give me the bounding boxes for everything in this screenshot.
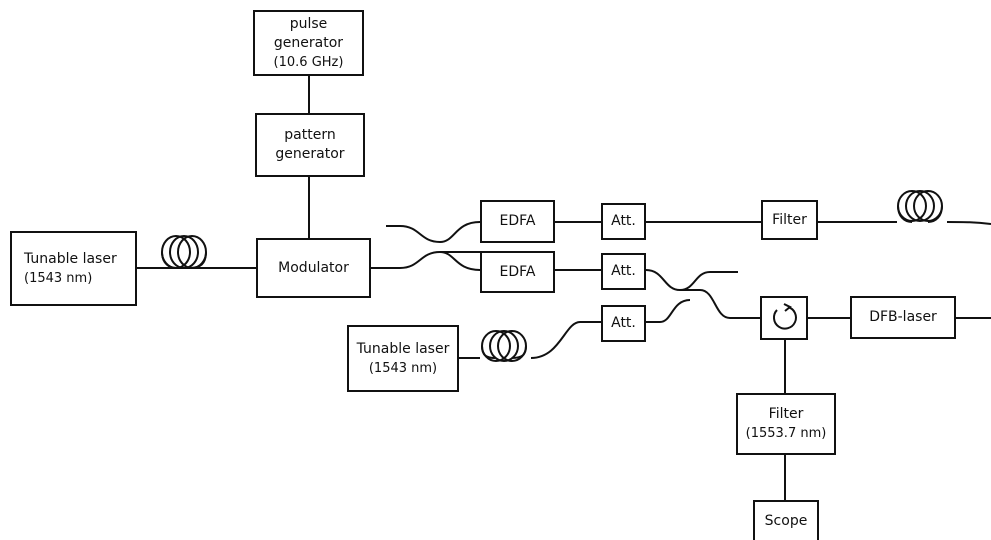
att-2-label: Att. xyxy=(611,263,636,279)
attenuator-box-3: Att. xyxy=(601,305,646,342)
pattern-generator-line-1: pattern xyxy=(284,127,336,143)
filter-bottom-line-1: Filter xyxy=(768,406,804,422)
tunable-laser-1-line-1: Tunable laser xyxy=(24,250,117,267)
edfa-box-1: EDFA xyxy=(480,200,555,243)
dfb-laser-box: DFB-laser xyxy=(850,296,956,339)
tunable-laser-2-line-1: Tunable laser xyxy=(356,340,450,357)
pulse-generator-box: pulse generator (10.6 GHz) xyxy=(253,10,364,76)
line-coupler-lower xyxy=(439,251,481,271)
line-att3-to-coupler xyxy=(646,299,691,323)
filter-top-label: Filter xyxy=(772,211,807,228)
line-mod-to-edfa2 xyxy=(371,251,480,269)
tunable-laser-box-1: Tunable laser (1543 nm) xyxy=(10,231,137,306)
attenuator-box-2: Att. xyxy=(601,253,646,290)
pattern-generator-box: pattern generator xyxy=(255,113,365,177)
pulse-generator-line-1: pulse xyxy=(289,15,328,32)
fiber-coil-icon xyxy=(481,330,527,362)
line-coupler-branch xyxy=(679,271,738,291)
line-coil-to-edge xyxy=(946,221,991,225)
edfa-1-label: EDFA xyxy=(499,213,536,229)
att-1-label: Att. xyxy=(611,213,636,229)
scope-label: Scope xyxy=(764,512,808,529)
pulse-generator-line-3: (10.6 GHz) xyxy=(273,54,344,70)
circulator-box xyxy=(760,296,808,340)
fiber-coil-icon xyxy=(897,190,943,223)
filter-bottom-line-2: (1553.7 nm) xyxy=(745,426,827,441)
line-coupler-to-edfa1 xyxy=(386,221,481,244)
circulator-icon xyxy=(772,303,797,330)
edfa-2-label: EDFA xyxy=(499,263,536,280)
tunable-laser-1-line-2: (1543 nm) xyxy=(24,270,93,286)
fiber-coil-icon xyxy=(161,235,207,269)
tunable-laser-box-2: Tunable laser (1543 nm) xyxy=(347,325,459,392)
edfa-box-2: EDFA xyxy=(480,251,555,293)
dfb-laser-label: DFB-laser xyxy=(869,309,937,325)
modulator-label: Modulator xyxy=(278,259,349,276)
att-3-label: Att. xyxy=(611,315,636,331)
attenuator-box-1: Att. xyxy=(601,203,646,240)
filter-box-bottom: Filter (1553.7 nm) xyxy=(736,393,836,455)
filter-box-top: Filter xyxy=(761,200,818,240)
line-att2-to-circulator xyxy=(645,269,760,319)
scope-box: Scope xyxy=(753,500,819,540)
line-coil-to-att3 xyxy=(530,321,601,359)
pattern-generator-line-2: generator xyxy=(275,146,345,162)
tunable-laser-2-line-2: (1543 nm) xyxy=(368,360,438,376)
modulator-box: Modulator xyxy=(256,238,371,298)
pulse-generator-line-2: generator xyxy=(273,34,344,51)
